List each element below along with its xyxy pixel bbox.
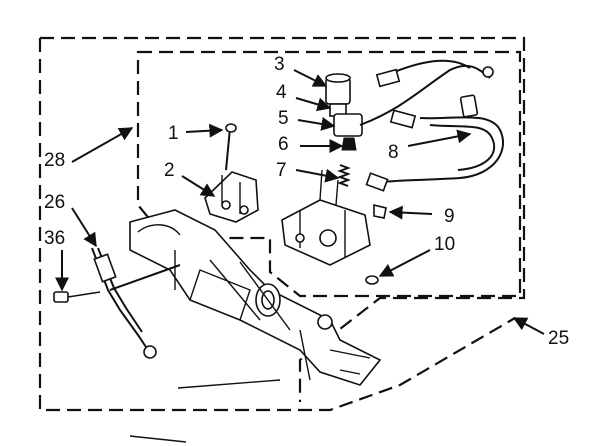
spark-switch-5 bbox=[333, 113, 363, 137]
leader-lines bbox=[55, 69, 545, 335]
callout-6: 6 bbox=[278, 134, 289, 155]
callout-1: 1 bbox=[168, 123, 179, 144]
callout-5: 5 bbox=[278, 108, 289, 129]
orifice-6 bbox=[341, 137, 357, 151]
mounting-bracket-2 bbox=[204, 171, 259, 223]
burner-frame bbox=[129, 209, 382, 386]
screw-1 bbox=[225, 123, 237, 171]
callout-9: 9 bbox=[444, 206, 455, 227]
spring-7 bbox=[337, 164, 351, 187]
callout-10: 10 bbox=[434, 234, 455, 255]
callout-36: 36 bbox=[44, 228, 65, 249]
wire-harness-8 bbox=[359, 59, 505, 192]
callout-26: 26 bbox=[44, 192, 65, 213]
screw-9 bbox=[373, 203, 387, 219]
inner-subassembly-boundary bbox=[136, 50, 522, 298]
callout-2: 2 bbox=[164, 160, 175, 181]
ground-line bbox=[129, 379, 281, 443]
callout-3: 3 bbox=[274, 54, 285, 75]
callout-labels: 1 2 3 4 5 6 7 8 9 10 25 26 28 36 bbox=[44, 54, 569, 349]
valve-body bbox=[281, 169, 371, 266]
callout-7: 7 bbox=[276, 160, 287, 181]
callout-8: 8 bbox=[388, 142, 399, 163]
callout-4: 4 bbox=[276, 82, 287, 103]
outer-assembly-boundary bbox=[38, 36, 526, 412]
igniter-cap-3 bbox=[325, 73, 351, 105]
nut-10 bbox=[365, 275, 379, 285]
thermocouple-26 bbox=[91, 247, 181, 359]
clip-36 bbox=[53, 291, 101, 303]
callout-28: 28 bbox=[44, 150, 65, 171]
callout-25: 25 bbox=[548, 328, 569, 349]
